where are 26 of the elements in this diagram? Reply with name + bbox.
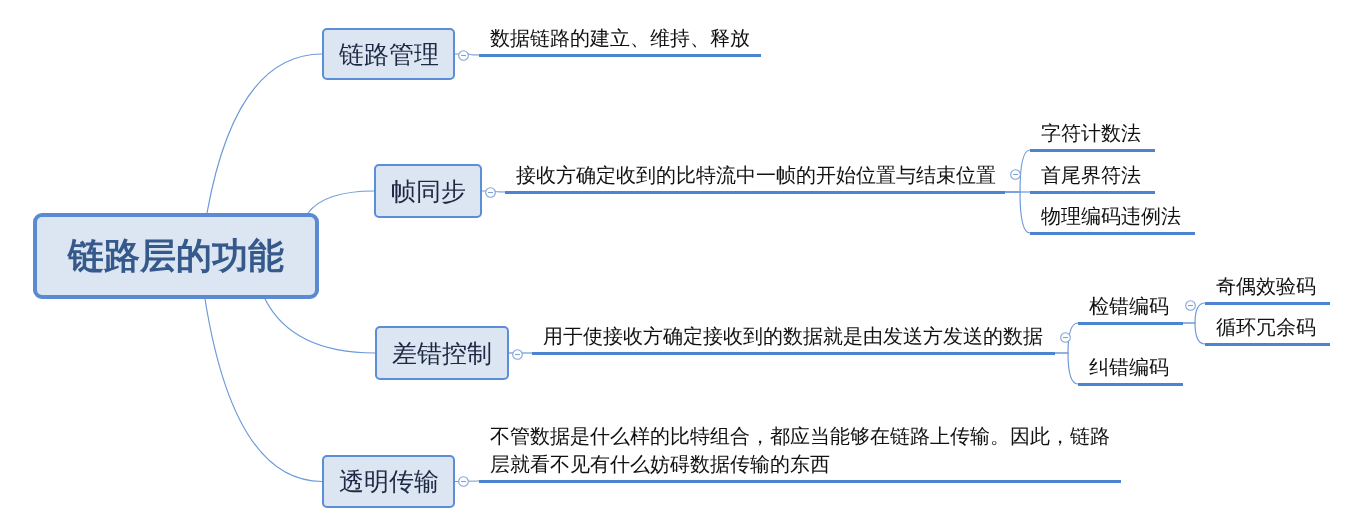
topic-box: 差错控制: [375, 326, 509, 380]
underlined-label: 用于使接收方确定接收到的数据就是由发送方发送的数据: [532, 321, 1055, 355]
connector-line: [1182, 322, 1206, 345]
connector-line: [204, 298, 323, 483]
connector-line: [206, 53, 323, 214]
underlined-label: 检错编码: [1078, 291, 1183, 325]
connector-line: [481, 190, 506, 193]
topic-box: 帧同步: [374, 164, 482, 218]
underlined-label: 物理编码违例法: [1030, 201, 1195, 235]
central-topic-box: 链路层的功能: [33, 213, 319, 299]
topic-box: 透明传输: [322, 455, 455, 508]
underlined-label: 不管数据是什么样的比特组合，都应当能够在链路上传输。因此，链路层就看不见有什么妨碍数据传输的东西: [479, 419, 1121, 483]
underlined-label: 数据链路的建立、维持、释放: [479, 23, 761, 57]
connector-line: [264, 298, 376, 354]
underlined-label: 循环冗余码: [1205, 312, 1330, 346]
underlined-label: 奇偶效验码: [1205, 271, 1330, 305]
underlined-label: 纠错编码: [1078, 352, 1183, 386]
underlined-label: 字符计数法: [1030, 118, 1155, 152]
connector-line: [454, 53, 480, 56]
connector-line: [508, 352, 533, 354]
connector-line: [1004, 191, 1031, 234]
connector-line: [1054, 352, 1079, 385]
topic-box: 链路管理: [322, 28, 455, 80]
underlined-label: 首尾界符法: [1030, 160, 1155, 194]
underlined-label: 接收方确定收到的比特流中一帧的开始位置与结束位置: [505, 160, 1005, 194]
connector-line: [307, 190, 375, 214]
